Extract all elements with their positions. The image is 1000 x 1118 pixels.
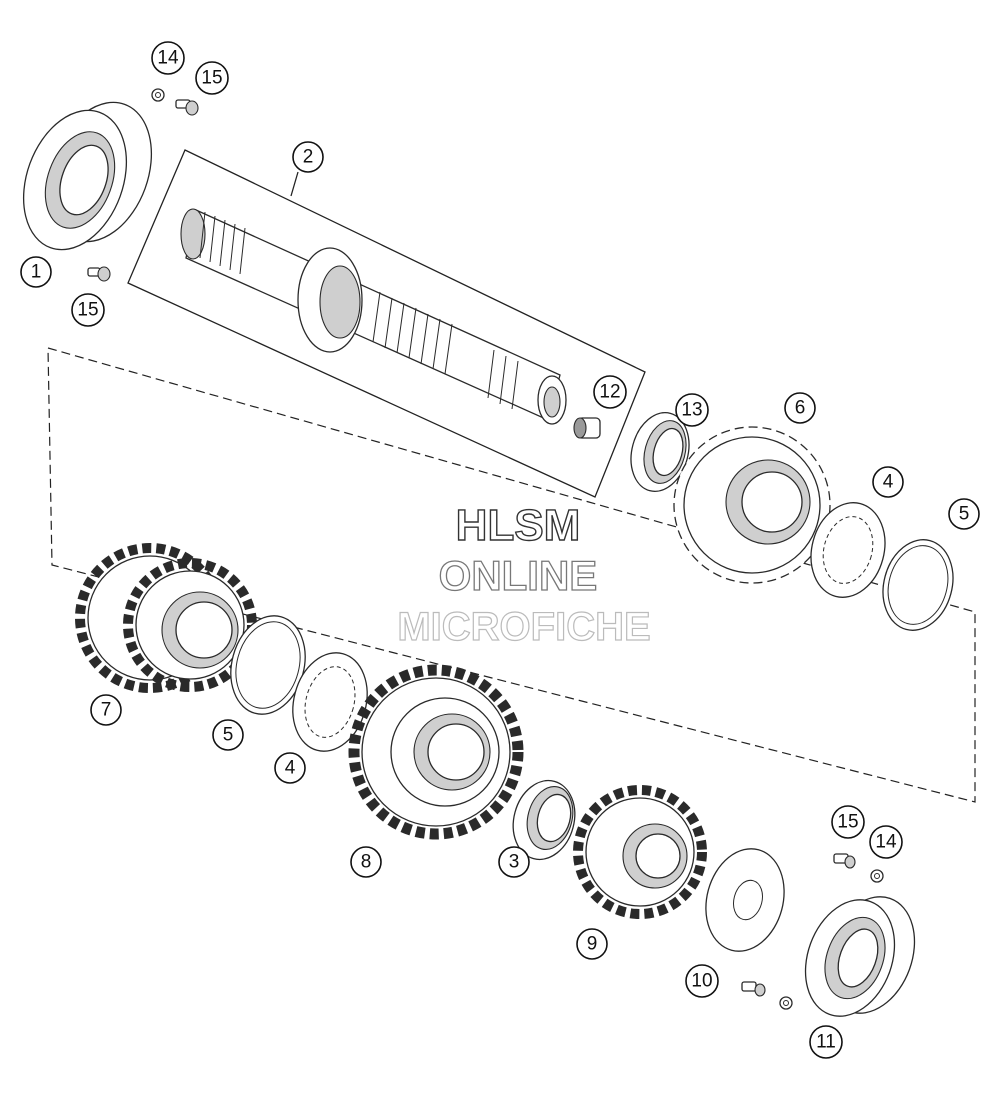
part-15-bolt-left [87,266,111,282]
part-8-gear [348,664,524,840]
part-3-bushing [512,779,576,861]
part-15-bolt-right [833,853,856,869]
callout-5-left-label: 5 [223,725,234,746]
callout-5-right: 5 [948,498,980,530]
callout-15-right-label: 15 [837,812,858,833]
callout-4-left: 4 [274,752,306,784]
callout-14-right: 14 [869,825,903,859]
callout-8: 8 [350,846,382,878]
callout-9-label: 9 [587,934,598,955]
callout-14-right-label: 14 [875,832,897,853]
callout-15-top-label: 15 [201,68,222,89]
watermark: HLSM ONLINE MICROFICHE [397,500,652,649]
callout-9: 9 [576,928,608,960]
callout-7: 7 [90,694,122,726]
callout-1: 1 [20,256,52,288]
part-4-lock-washer-right [810,502,886,598]
callout-13-label: 13 [681,400,702,421]
callout-10: 10 [685,964,719,998]
callout-12: 12 [593,375,627,409]
callout-2: 2 [292,141,324,173]
callout-12-label: 12 [599,382,620,403]
part-11-bearing [804,896,916,1017]
callout-11-label: 11 [816,1032,836,1053]
callout-6-label: 6 [795,398,806,419]
part-1-bearing [22,101,153,251]
callout-6: 6 [784,392,816,424]
callout-10-label: 10 [691,971,712,992]
callout-3: 3 [498,846,530,878]
callout-13: 13 [675,393,709,427]
part-5-circlip-right [882,539,954,631]
callout-11: 11 [809,1025,843,1059]
callout-14-top: 14 [151,41,185,75]
part-7-double-gear [75,543,257,693]
assembly-dashed-outline [47,347,976,803]
callout-15-right: 15 [831,805,865,839]
callout-5-left: 5 [212,719,244,751]
leader-line-2 [290,171,299,197]
part-2-mainshaft [180,208,567,425]
callout-14-top-label: 14 [157,48,179,69]
part-15-bolt-top [175,99,199,116]
callout-15-top: 15 [195,61,229,95]
callout-1-label: 1 [31,262,42,283]
part-13-bushing [630,412,690,492]
watermark-line-3: MICROFICHE [397,605,650,649]
part-14-washer-top [151,88,165,102]
shaft-group-outline [127,149,646,498]
watermark-line-1: HLSM [456,501,581,550]
callout-3-label: 3 [509,852,520,873]
part-6-gear [673,426,831,584]
callout-2-label: 2 [303,147,314,168]
part-10-thrust-washer [705,848,785,952]
callout-8-label: 8 [361,852,372,873]
callout-15-left: 15 [71,293,105,327]
callout-5-right-label: 5 [959,504,970,525]
callout-7-label: 7 [101,700,112,721]
part-15-bolt-bottom [741,981,766,997]
watermark-line-2: ONLINE [439,552,598,599]
callout-15-left-label: 15 [77,300,98,321]
callout-4-right-label: 4 [883,472,894,493]
part-12-needle-bearing [573,417,601,439]
callout-4-left-label: 4 [285,758,296,779]
part-14-washer-bottom [779,996,793,1010]
part-14-washer-right [870,869,884,883]
part-9-gear [573,785,707,919]
callout-4-right: 4 [872,466,904,498]
